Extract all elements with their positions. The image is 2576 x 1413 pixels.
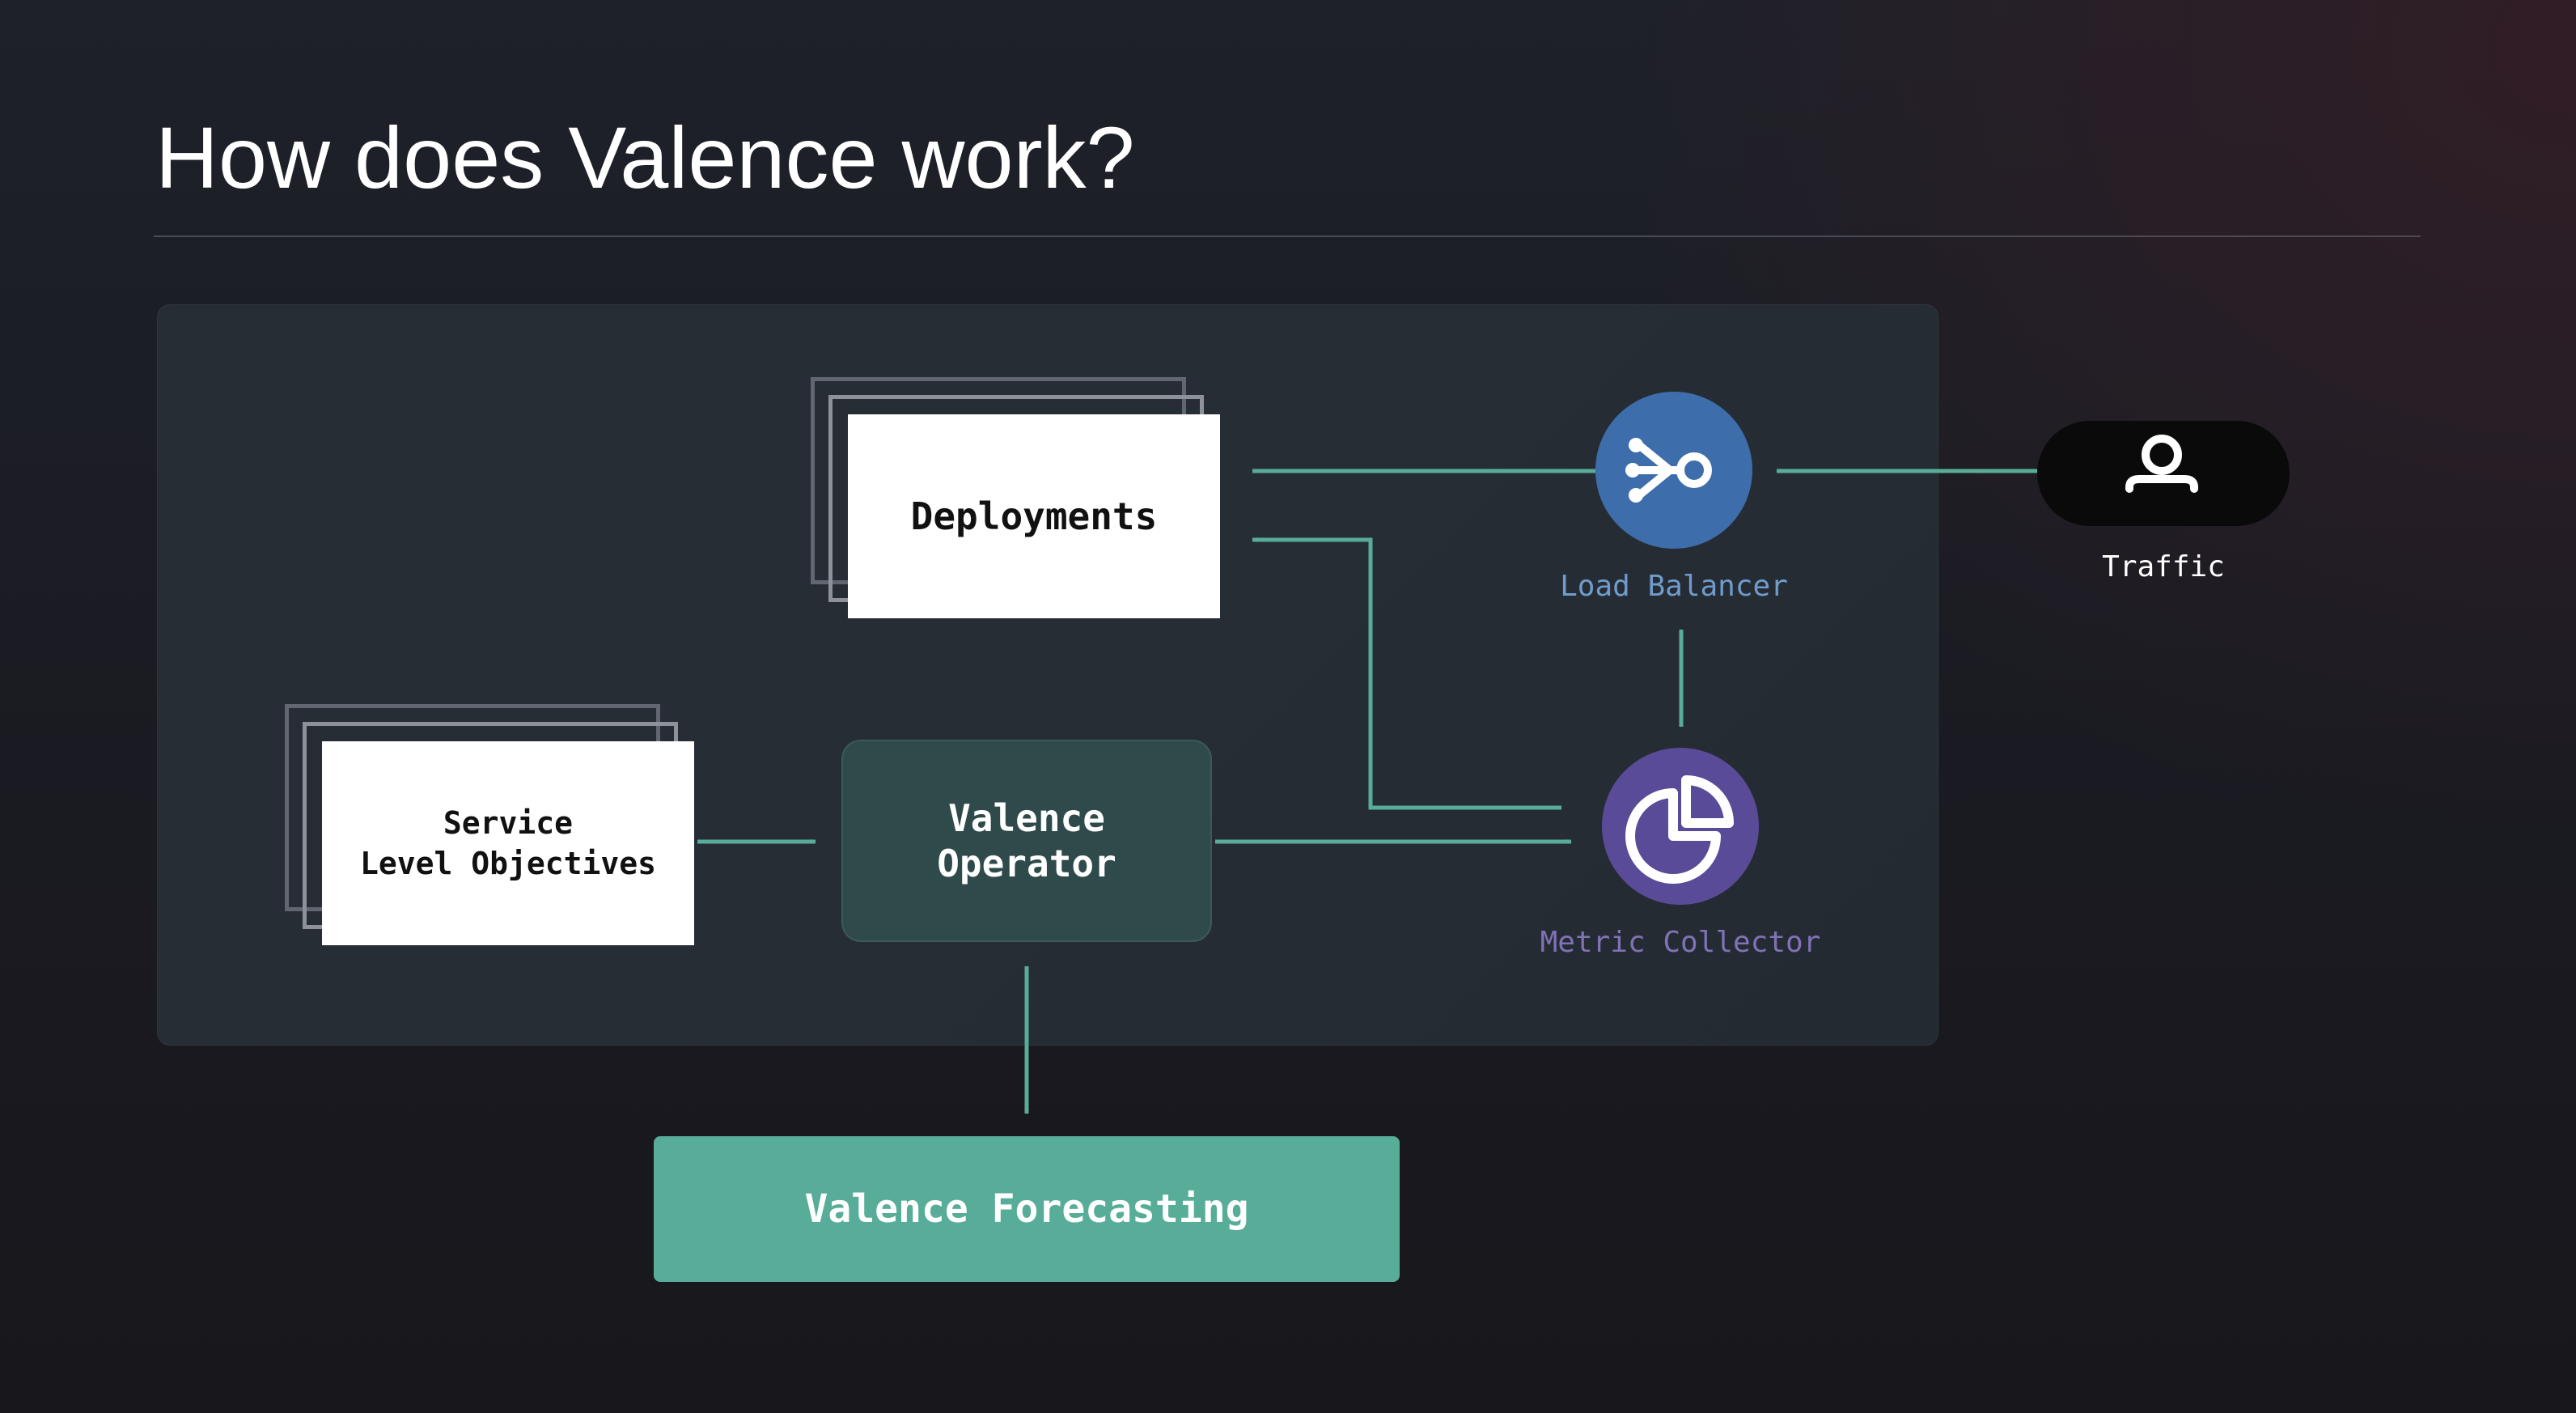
pie-chart-icon [1625, 775, 1734, 884]
user-icon [2125, 435, 2198, 493]
valence-forecasting-box[interactable]: Valence Forecasting [654, 1136, 1400, 1282]
service-level-objectives-card[interactable]: Service Level Objectives [322, 741, 694, 945]
deployments-card[interactable]: Deployments [848, 414, 1220, 618]
metric-collector-label: Metric Collector [1540, 926, 1821, 959]
load-balancer-icon [1625, 438, 1712, 503]
traffic-node[interactable] [2037, 421, 2290, 526]
load-balancer-node[interactable] [1595, 392, 1752, 549]
traffic-label: Traffic [2102, 550, 2225, 583]
title-divider [154, 236, 2421, 237]
page-title: How does Valence work? [155, 108, 1135, 206]
load-balancer-label: Load Balancer [1560, 570, 1788, 603]
valence-operator-box[interactable]: Valence Operator [841, 740, 1212, 942]
metric-collector-node[interactable] [1602, 748, 1759, 905]
arrow-metric-collector-to-deployments [1252, 537, 1561, 810]
